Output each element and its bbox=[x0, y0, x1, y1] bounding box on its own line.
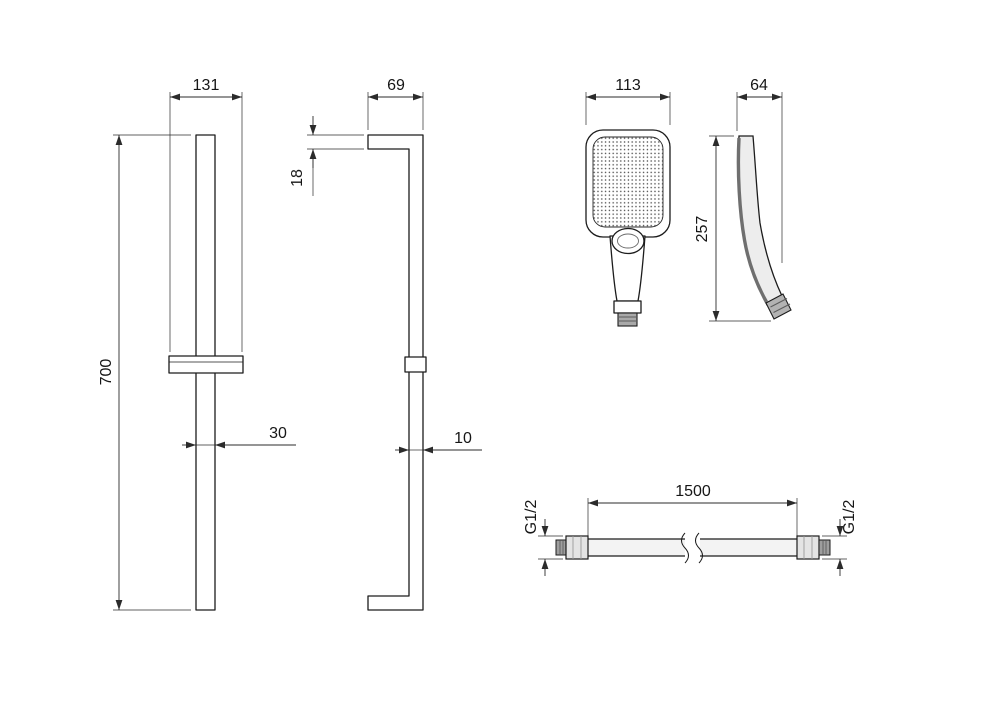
dim-rail-bar-depth: 10 bbox=[395, 430, 482, 454]
hose-fitting-left bbox=[555, 535, 589, 560]
thread-left-label: G1/2 bbox=[523, 500, 540, 535]
hose-drawing: 1500 G1 bbox=[523, 483, 858, 576]
rail-profile-side bbox=[367, 134, 424, 611]
hose-break-mark bbox=[681, 532, 689, 564]
hose-fitting-right bbox=[796, 535, 831, 560]
spray-face-edge bbox=[736, 137, 768, 303]
rail-height-label: 700 bbox=[98, 359, 115, 386]
dim-rail-depth: 69 bbox=[367, 77, 424, 130]
rail-slider-side bbox=[404, 356, 427, 373]
rail-bar-width-label: 30 bbox=[269, 425, 287, 442]
dim-shower-total-height: 257 bbox=[694, 135, 771, 322]
shower-body-side bbox=[737, 135, 783, 306]
rail-front-view: 131 700 30 bbox=[98, 77, 296, 611]
handshower-front-view: 113 bbox=[585, 77, 671, 327]
handle-connector-front bbox=[613, 300, 642, 327]
rail-bar-depth-label: 10 bbox=[454, 430, 472, 447]
spray-face bbox=[592, 136, 664, 228]
rail-side-view: 69 18 10 bbox=[289, 77, 482, 611]
rail-depth-label: 69 bbox=[387, 77, 405, 94]
dim-head-width: 113 bbox=[585, 77, 671, 125]
shower-total-height-label: 257 bbox=[694, 216, 711, 243]
handshower-side-view: 64 257 bbox=[694, 77, 792, 322]
hose-length-label: 1500 bbox=[675, 483, 711, 500]
mode-button bbox=[611, 227, 645, 255]
hose-thread-front bbox=[617, 312, 638, 327]
thread-right-label: G1/2 bbox=[841, 500, 858, 535]
handle-connector-side bbox=[765, 293, 792, 320]
dim-thread-left: G1/2 bbox=[523, 500, 563, 576]
dim-thread-right: G1/2 bbox=[822, 500, 858, 576]
head-width-label: 113 bbox=[615, 77, 641, 94]
dim-bracket-thickness: 18 bbox=[289, 116, 364, 196]
rail-slider-width-label: 131 bbox=[193, 77, 220, 94]
dim-rail-bar-width: 30 bbox=[182, 425, 296, 449]
dim-hose-length: 1500 bbox=[587, 483, 798, 536]
dim-rail-height: 700 bbox=[98, 134, 191, 611]
bracket-thickness-label: 18 bbox=[289, 169, 306, 187]
head-depth-label: 64 bbox=[750, 77, 768, 94]
rail-slider-front bbox=[168, 355, 244, 374]
hose-tube bbox=[588, 532, 797, 564]
dim-head-depth: 64 bbox=[736, 77, 783, 263]
dim-rail-slider-width: 131 bbox=[169, 77, 243, 352]
